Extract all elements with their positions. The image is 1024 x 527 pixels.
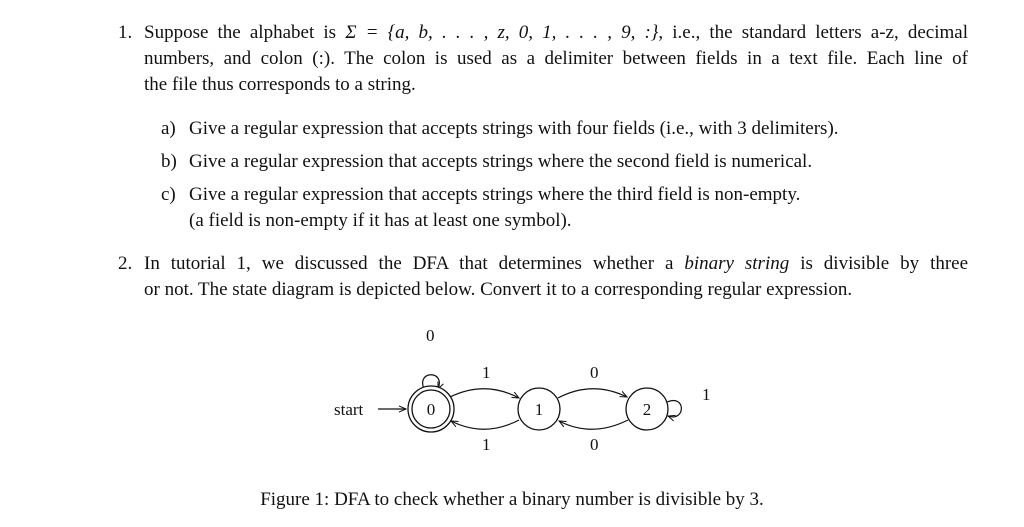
question-number: 1. xyxy=(118,22,133,43)
alphabet-definition: Σ = {a, b, . . . , z, 0, 1, . . . , 9, :… xyxy=(345,22,659,43)
state-0-inner xyxy=(411,389,451,429)
part-label: a) xyxy=(161,118,176,139)
part-label: c) xyxy=(161,184,176,205)
question-1: 1. Suppose the alphabet is Σ = {a, b, . … xyxy=(118,20,968,98)
part-label: b) xyxy=(161,151,177,172)
edge-1-to-2 xyxy=(557,388,627,399)
edge-label: 0 xyxy=(590,363,599,382)
state-label: 0 xyxy=(427,400,436,419)
state-label: 1 xyxy=(535,400,544,419)
question-2-line-2: or not. The state diagram is depicted be… xyxy=(144,279,853,300)
question-text: , i.e., the standard letters a-z, decima… xyxy=(658,22,968,43)
question-1-line-2: numbers, and colon (:). The colon is use… xyxy=(144,48,968,69)
part-text-continued: (a field is non-empty if it has at least… xyxy=(189,210,572,231)
part-b: b) Give a regular expression that accepts… xyxy=(161,149,941,175)
part-text: Give a regular expression that accepts s… xyxy=(189,184,801,205)
state-1 xyxy=(517,387,561,431)
question-text: Suppose the alphabet is xyxy=(144,22,337,43)
state-0-outer xyxy=(407,385,455,433)
emphasis-text: binary string xyxy=(684,253,790,274)
part-text: Give a regular expression that accepts s… xyxy=(189,118,839,139)
question-1-line-3: the file thus corresponds to a string. xyxy=(144,74,416,95)
edge-label-self-0: 0 xyxy=(426,326,435,345)
edge-label: 1 xyxy=(482,435,491,454)
question-2: 2. In tutorial 1, we discussed the DFA t… xyxy=(118,251,968,303)
question-text: In tutorial 1, we discussed the DFA that… xyxy=(144,253,674,274)
state-label: 2 xyxy=(643,400,652,419)
edge-label-self-2: 1 xyxy=(702,385,711,404)
self-loop-0 xyxy=(422,374,440,389)
edge-label: 0 xyxy=(590,435,599,454)
start-label: start xyxy=(334,400,364,419)
edge-2-to-1 xyxy=(559,419,629,430)
question-2-line-1: In tutorial 1, we discussed the DFA that… xyxy=(144,251,968,277)
question-text: is divisible by three xyxy=(800,253,969,274)
question-1-line-1: Suppose the alphabet is Σ = {a, b, . . .… xyxy=(144,20,968,46)
dfa-diagram: start 0 0 1 1 1 0 0 2 1 xyxy=(334,326,711,454)
self-loop-2 xyxy=(666,399,682,417)
part-text: Give a regular expression that accepts s… xyxy=(189,151,813,172)
question-number: 2. xyxy=(118,253,133,274)
edge-label: 1 xyxy=(482,363,491,382)
figure-caption: Figure 1: DFA to check whether a binary … xyxy=(260,489,764,510)
state-2 xyxy=(625,387,669,431)
edge-0-to-1 xyxy=(449,388,519,398)
part-a: a) Give a regular expression that accepts… xyxy=(161,116,941,142)
edge-1-to-0 xyxy=(451,419,520,430)
part-c: c) Give a regular expression that accepts… xyxy=(161,182,941,234)
